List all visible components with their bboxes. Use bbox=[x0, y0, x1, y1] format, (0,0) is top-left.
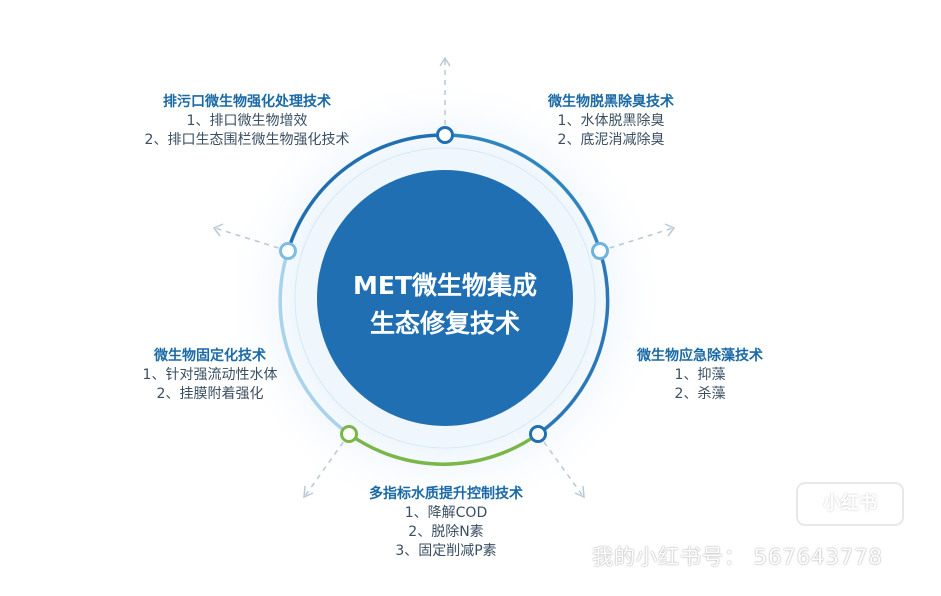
block-quality-item-2: 2、脱除N素 bbox=[408, 524, 484, 540]
block-outlet-title: 排污口微生物强化处理技术 bbox=[162, 94, 331, 110]
block-quality-item-1: 1、降解COD bbox=[404, 505, 488, 521]
ring-arc-left bbox=[278, 249, 351, 436]
block-fixed-title: 微生物固定化技术 bbox=[153, 348, 266, 364]
block-odor-item-2: 2、底泥消减除臭 bbox=[557, 132, 665, 148]
node-lower-left bbox=[340, 425, 358, 443]
main-ring bbox=[278, 133, 610, 466]
block-fixed-item-1: 1、针对强流动性水体 bbox=[142, 367, 278, 383]
arrow-lower-left bbox=[304, 433, 350, 497]
node-lower-right bbox=[529, 425, 547, 443]
ring-arc-top-right bbox=[443, 133, 602, 253]
block-algae-item-1: 1、抑藻 bbox=[674, 367, 726, 383]
arrow-head-top bbox=[439, 56, 451, 67]
arrow-heads bbox=[212, 56, 676, 499]
arrow-upper-left bbox=[214, 227, 289, 252]
ring-arc-top-left bbox=[286, 133, 447, 253]
center-title-line2: 生态修复技术 bbox=[370, 309, 520, 338]
block-algae-removal: 微生物应急除藻技术 1、抑藻 2、杀藻 bbox=[637, 347, 763, 404]
block-algae-title: 微生物应急除藻技术 bbox=[637, 348, 763, 364]
block-odor-removal: 微生物脱黑除臭技术 1、水体脱黑除臭 2、底泥消减除臭 bbox=[548, 93, 674, 150]
inner-thin-ring bbox=[294, 147, 596, 449]
block-outlet-item-1: 1、排口微生物增效 bbox=[186, 113, 308, 129]
center-disc bbox=[317, 170, 573, 426]
block-fixed-item-2: 2、挂膜附着强化 bbox=[156, 386, 264, 402]
ring-nodes bbox=[279, 126, 609, 443]
node-upper-left bbox=[279, 242, 297, 260]
center-title-line1: MET微生物集成 bbox=[353, 271, 537, 300]
ring-arc-right bbox=[536, 249, 610, 436]
block-odor-title: 微生物脱黑除臭技术 bbox=[548, 94, 674, 110]
arrow-head-upper-right bbox=[664, 223, 676, 237]
block-water-quality: 多指标水质提升控制技术 1、降解COD 2、脱除N素 3、固定削减P素 bbox=[369, 485, 523, 561]
block-immobilization: 微生物固定化技术 1、针对强流动性水体 2、挂膜附着强化 bbox=[143, 347, 278, 404]
arrow-upper-right bbox=[599, 227, 674, 252]
block-algae-item-2: 2、杀藻 bbox=[674, 386, 726, 402]
watermark-logo: 小红书 bbox=[796, 482, 904, 526]
block-outlet-item-2: 2、排口生态围栏微生物强化技术 bbox=[144, 132, 350, 148]
block-odor-item-1: 1、水体脱黑除臭 bbox=[557, 113, 665, 129]
ring-arc-bottom bbox=[347, 432, 540, 466]
node-upper-right bbox=[591, 242, 609, 260]
arrow-head-lower-left bbox=[303, 485, 314, 499]
arrow-lower-right bbox=[537, 433, 584, 497]
radial-arrows bbox=[214, 60, 674, 497]
watermark-id-text: 我的小红书号： 567643778 bbox=[592, 545, 883, 569]
block-outlet-treatment: 排污口微生物强化处理技术 1、排口微生物增效 2、排口生态围栏微生物强化技术 bbox=[145, 93, 350, 150]
block-quality-title: 多指标水质提升控制技术 bbox=[369, 486, 523, 502]
block-quality-item-3: 3、固定削减P素 bbox=[395, 543, 497, 559]
arrow-head-lower-right bbox=[574, 485, 585, 499]
arrow-head-upper-left bbox=[212, 223, 224, 237]
node-top bbox=[436, 126, 454, 144]
